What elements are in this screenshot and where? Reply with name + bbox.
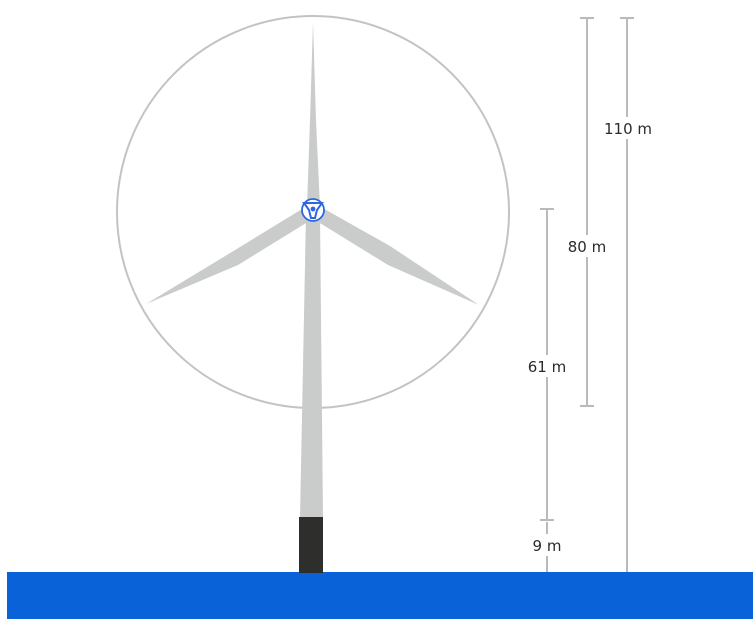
rotor-blades [146, 22, 479, 305]
blade-right [315, 206, 479, 305]
hub-height-dimension: 61 m [524, 208, 570, 521]
turbine-tower [300, 214, 323, 518]
rotor-hub-icon [301, 198, 325, 222]
total-height-label: 110 m [604, 120, 652, 138]
total-height-dimension: 110 m [604, 17, 652, 572]
foundation-height-label: 9 m [533, 537, 562, 555]
foundation-height-dimension: 9 m [528, 522, 566, 572]
hub-height-label: 61 m [528, 358, 566, 376]
turbine-foundation [299, 517, 323, 573]
blade-up [307, 22, 320, 207]
rotor-diameter-label: 80 m [568, 238, 606, 256]
sea-surface [7, 572, 753, 619]
blade-left [146, 206, 311, 304]
rotor-diameter-dimension: 80 m [566, 17, 608, 407]
